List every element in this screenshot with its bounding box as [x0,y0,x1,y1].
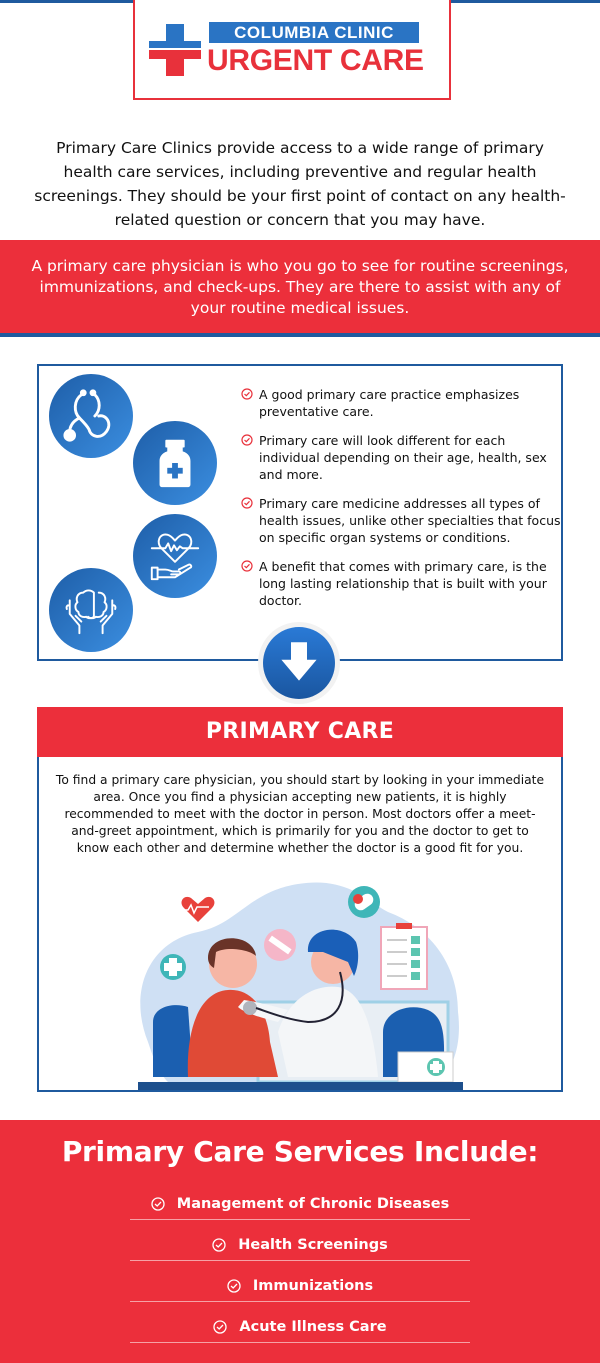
services-section: Primary Care Services Include: Managemen… [0,1120,600,1363]
logo-line-2: URGENT CARE [207,44,424,77]
heart-in-hand-icon [133,514,217,598]
benefit-item: Primary care medicine addresses all type… [241,495,561,546]
medical-cross-icon [149,24,201,76]
logo-line-1: COLUMBIA CLINIC [209,22,419,43]
check-circle-icon [213,1319,228,1334]
check-circle-icon [241,388,253,400]
doctor-patient-checkup-illustration [138,882,463,1090]
service-item: Immunizations [130,1270,470,1302]
benefit-item: A good primary care practice emphasizes … [241,386,561,420]
arrow-down-badge [258,622,340,704]
check-circle-icon [212,1237,226,1252]
check-circle-icon [241,434,253,446]
stethoscope-icon [49,374,133,458]
service-item: Acute Illness Care [130,1311,470,1343]
services-title: Primary Care Services Include: [61,1135,539,1168]
benefit-item: A benefit that comes with primary care, … [241,558,561,609]
intro-paragraph: Primary Care Clinics provide access to a… [34,139,566,229]
heart-rate-icon [180,896,215,922]
check-circle-icon [241,497,253,509]
check-circle-icon [227,1278,241,1293]
benefits-list: A good primary care practice emphasizes … [241,386,561,621]
service-item: Management of Chronic Diseases [130,1188,470,1220]
definition-text: A primary care physician is who you go t… [31,257,569,317]
definition-band: A primary care physician is who you go t… [0,240,600,337]
clinic-logo: COLUMBIA CLINIC URGENT CARE [133,0,451,100]
check-circle-icon [151,1196,165,1211]
primary-care-text: To find a primary care physician, you sh… [55,773,545,855]
arrow-down-icon [263,627,335,699]
medicine-bottle-icon [133,421,217,505]
primary-care-title: PRIMARY CARE [37,707,563,757]
service-item: Health Screenings [130,1229,470,1261]
check-circle-icon [241,560,253,572]
benefit-item: Primary care will look different for eac… [241,432,561,483]
brain-in-hands-icon [49,568,133,652]
benefits-box: A good primary care practice emphasizes … [37,364,563,661]
